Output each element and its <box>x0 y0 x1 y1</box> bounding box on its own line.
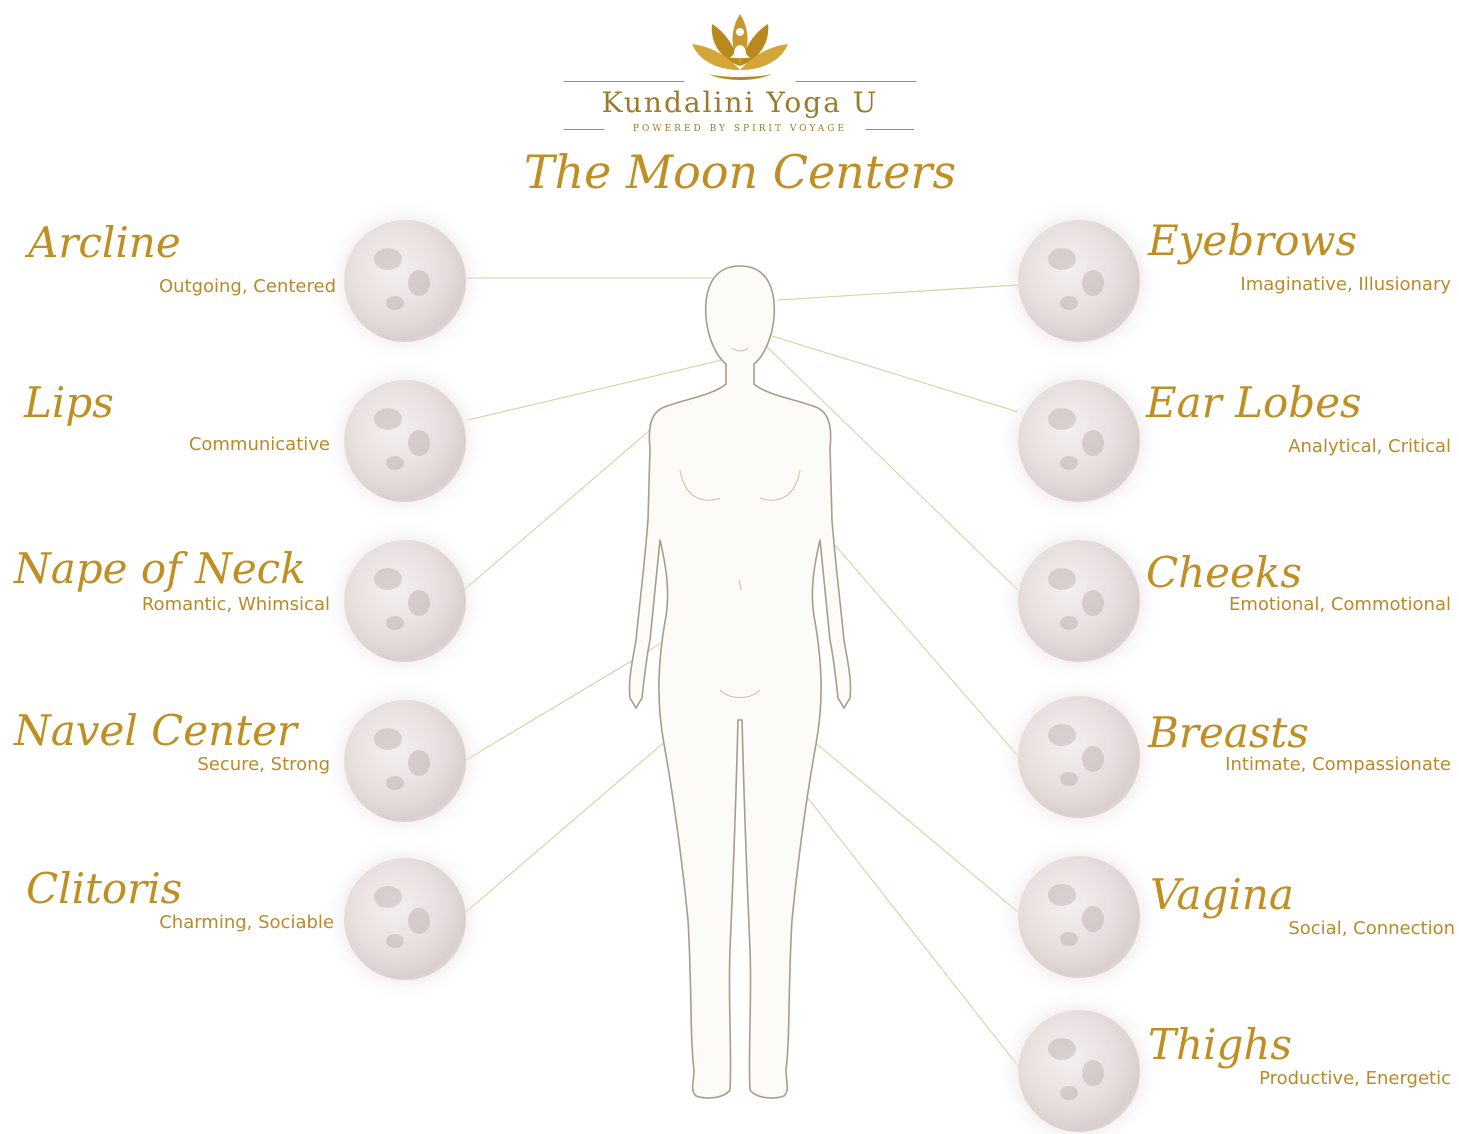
moon-arcline <box>344 220 466 342</box>
moon-breasts <box>1018 696 1140 818</box>
center-traits-cheeks: Emotional, Commotional <box>1229 596 1451 614</box>
moon-crater <box>1060 772 1078 786</box>
moon-crater <box>1048 248 1076 270</box>
center-name-vagina: Vagina <box>1150 874 1294 916</box>
center-name-earlobes: Ear Lobes <box>1146 382 1362 424</box>
moon-crater <box>1048 884 1076 906</box>
moon-crater <box>408 270 430 296</box>
moon-crater <box>374 568 402 590</box>
center-name-navel: Navel Center <box>14 710 297 752</box>
center-name-breasts: Breasts <box>1148 712 1309 754</box>
moon-crater <box>1060 932 1078 946</box>
moon-eyebrows <box>1018 220 1140 342</box>
moon-crater <box>408 750 430 776</box>
center-name-cheeks: Cheeks <box>1146 552 1302 594</box>
center-name-clitoris: Clitoris <box>26 868 182 910</box>
moon-crater <box>374 728 402 750</box>
center-name-lips: Lips <box>24 382 114 424</box>
moon-crater <box>1048 724 1076 746</box>
center-traits-lips: Communicative <box>189 436 330 454</box>
moon-crater <box>386 616 404 630</box>
moon-crater <box>386 296 404 310</box>
center-traits-arcline: Outgoing, Centered <box>159 278 336 296</box>
moon-crater <box>408 908 430 934</box>
center-traits-navel: Secure, Strong <box>197 756 330 774</box>
center-name-arcline: Arcline <box>28 222 181 264</box>
moon-crater <box>1082 906 1104 932</box>
moon-crater <box>1082 1060 1104 1086</box>
center-traits-earlobes: Analytical, Critical <box>1288 438 1451 456</box>
center-traits-clitoris: Charming, Sociable <box>159 914 334 932</box>
moon-earlobes <box>1018 380 1140 502</box>
moon-crater <box>374 408 402 430</box>
moon-vagina <box>1018 856 1140 978</box>
moon-crater <box>386 456 404 470</box>
moon-crater <box>374 248 402 270</box>
moon-crater <box>1082 590 1104 616</box>
center-traits-nape: Romantic, Whimsical <box>142 596 330 614</box>
moon-crater <box>374 886 402 908</box>
center-traits-eyebrows: Imaginative, Illusionary <box>1240 276 1451 294</box>
moon-cheeks <box>1018 540 1140 662</box>
moon-navel <box>344 700 466 822</box>
center-traits-thighs: Productive, Energetic <box>1259 1070 1451 1088</box>
moon-crater <box>408 430 430 456</box>
center-traits-vagina: Social, Connection <box>1288 920 1455 938</box>
moon-clitoris <box>344 858 466 980</box>
moon-crater <box>1048 408 1076 430</box>
center-name-nape: Nape of Neck <box>14 548 306 590</box>
center-name-eyebrows: Eyebrows <box>1148 220 1357 262</box>
moon-lips <box>344 380 466 502</box>
moon-thighs <box>1018 1010 1140 1132</box>
center-name-thighs: Thighs <box>1148 1024 1292 1066</box>
moon-crater <box>386 776 404 790</box>
moon-crater <box>1082 746 1104 772</box>
moon-crater <box>1060 616 1078 630</box>
moon-crater <box>1048 1038 1076 1060</box>
moon-nape <box>344 540 466 662</box>
moon-crater <box>1048 568 1076 590</box>
moon-crater <box>1082 270 1104 296</box>
moon-crater <box>1060 456 1078 470</box>
center-traits-breasts: Intimate, Compassionate <box>1225 756 1451 774</box>
moon-crater <box>1060 1086 1078 1100</box>
moon-crater <box>386 934 404 948</box>
moon-crater <box>1060 296 1078 310</box>
moon-crater <box>1082 430 1104 456</box>
moon-crater <box>408 590 430 616</box>
